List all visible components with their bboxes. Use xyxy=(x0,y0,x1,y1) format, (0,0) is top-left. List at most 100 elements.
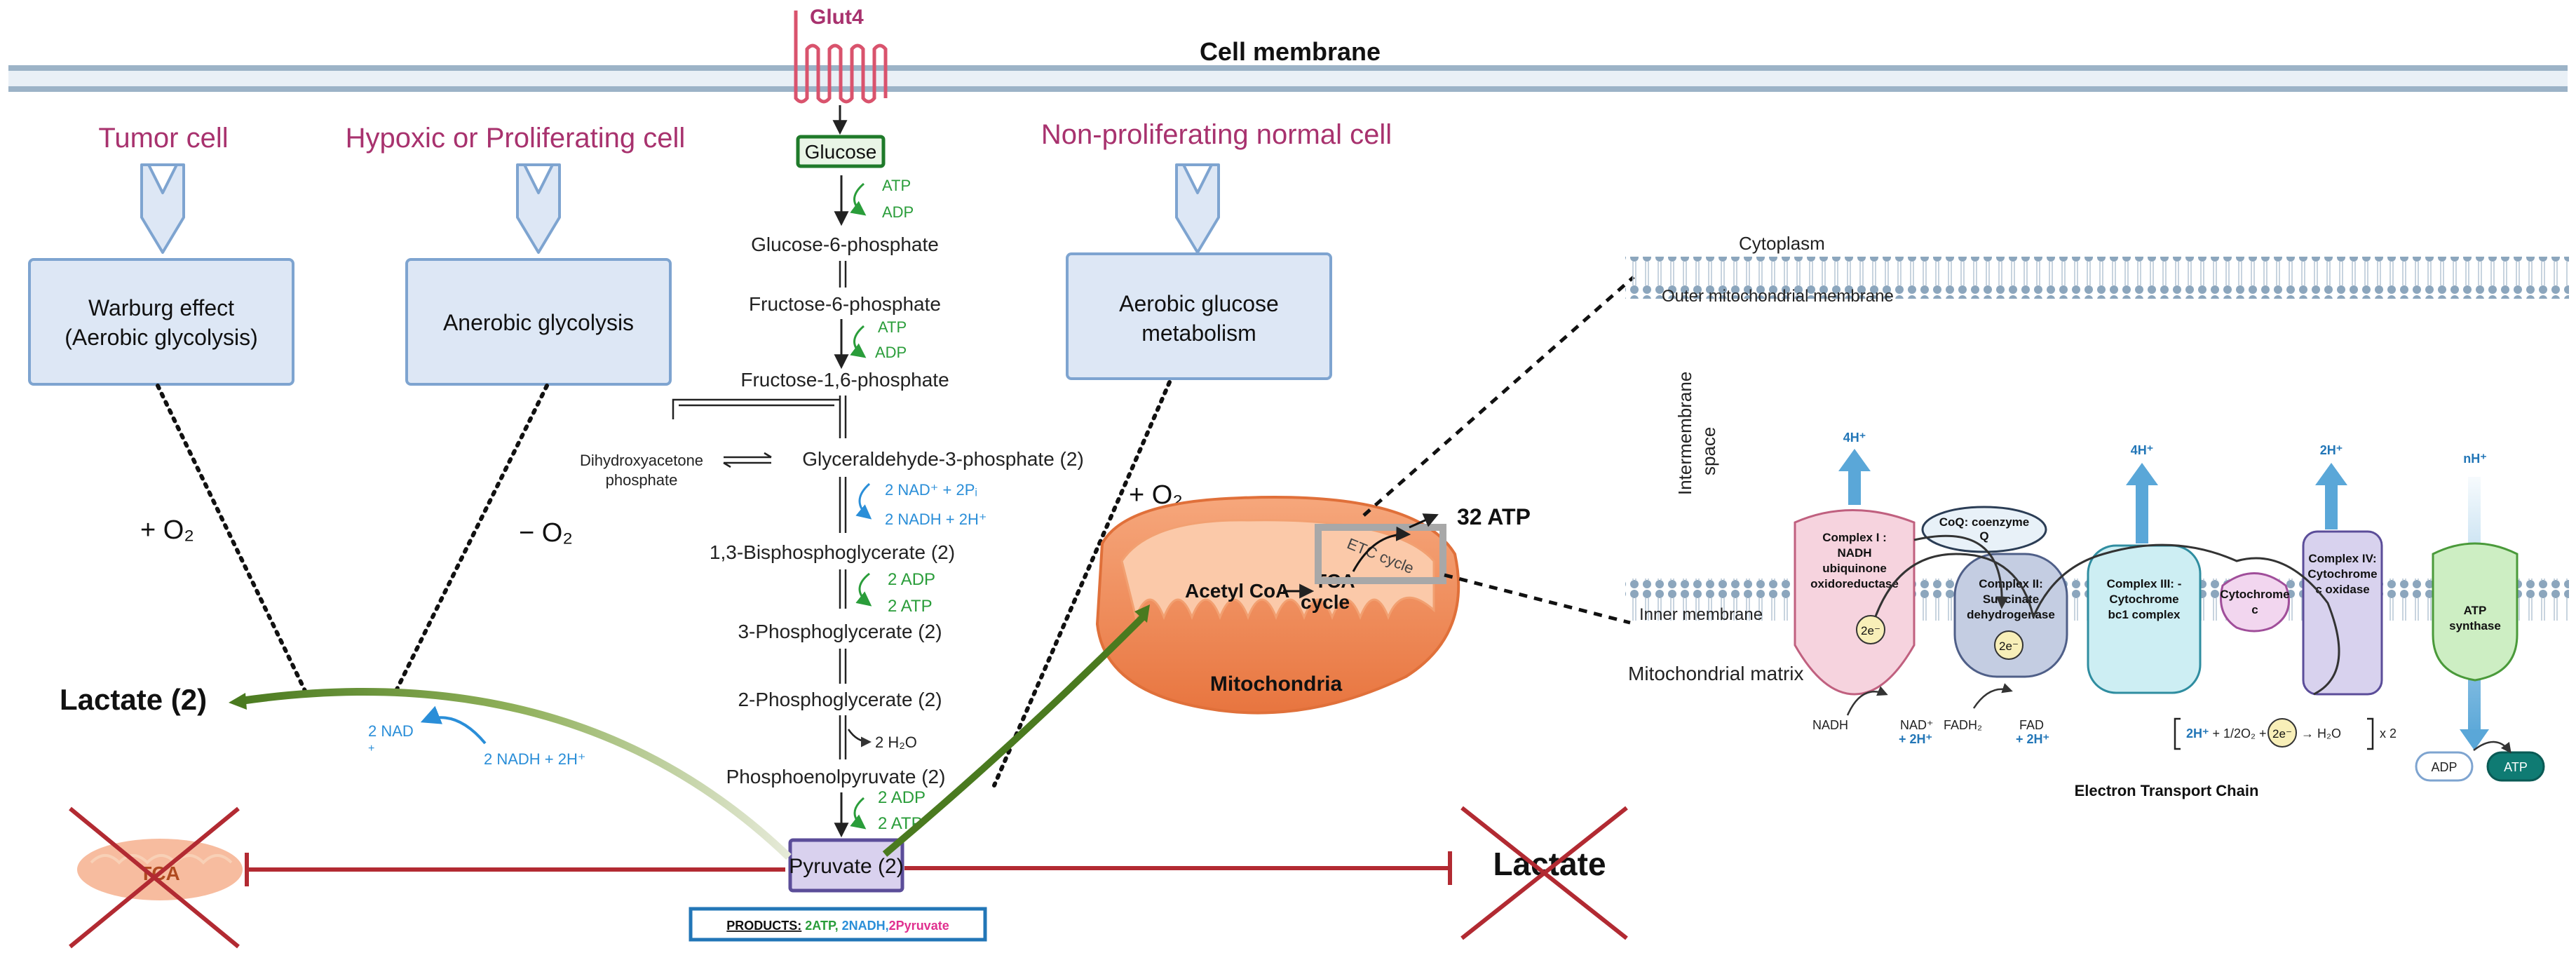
svg-text:c: c xyxy=(2251,603,2258,616)
zoom-dashed-lower xyxy=(1444,573,1631,625)
products-box xyxy=(689,907,987,942)
chevron-down-icon xyxy=(1175,163,1220,254)
chevron-down-icon xyxy=(140,163,185,254)
svg-text:Cytochrome: Cytochrome xyxy=(2109,593,2178,606)
inner-membrane-label: Inner membrane xyxy=(1639,605,1763,624)
svg-text:Complex I :: Complex I : xyxy=(1822,531,1887,544)
tumor-dotted-connector xyxy=(156,384,307,693)
svg-text:4H⁺: 4H⁺ xyxy=(1843,431,1866,445)
svg-text:space: space xyxy=(1698,427,1719,475)
svg-text:Cytochrome: Cytochrome xyxy=(2220,588,2289,601)
svg-text:NAD⁺: NAD⁺ xyxy=(1900,718,1934,732)
svg-text:phosphate: phosphate xyxy=(606,471,678,489)
pyruvate-box xyxy=(788,838,904,893)
fructose-6-phosphate: Fructose-6-phosphate xyxy=(749,293,941,315)
nad-label: 2 NAD xyxy=(368,722,414,740)
cell-membrane-label: Cell membrane xyxy=(1200,37,1381,66)
svg-text:Cytochrome: Cytochrome xyxy=(2307,567,2377,581)
pyruvate-to-lactate-arrow xyxy=(238,687,792,860)
svg-text:2e⁻: 2e⁻ xyxy=(1999,640,2019,653)
svg-text:x 2: x 2 xyxy=(2380,726,2397,741)
glucose-6-phosphate: Glucose-6-phosphate xyxy=(751,234,939,255)
svg-text:2 H₂O: 2 H₂O xyxy=(875,733,917,751)
svg-text:+ 2H⁺: + 2H⁺ xyxy=(2016,732,2049,746)
svg-text:nH⁺: nH⁺ xyxy=(2463,452,2487,466)
blocked-tca: TCA xyxy=(69,806,243,949)
atp-yield-label: 32 ATP xyxy=(1457,504,1531,529)
tumor-o2-label: + O₂ xyxy=(140,515,194,545)
hypoxic-dotted-connector xyxy=(394,384,549,693)
atp-pill xyxy=(2486,751,2545,782)
svg-text:FADH₂: FADH₂ xyxy=(1944,718,1982,732)
svg-text:Complex III: -: Complex III: - xyxy=(2107,577,2182,590)
svg-text:Warburg effect: Warburg effect xyxy=(88,295,234,320)
svg-text:ATP: ATP xyxy=(2504,760,2528,774)
mitochondria-label: Mitochondria xyxy=(1210,672,1343,696)
svg-text:ADP: ADP xyxy=(882,203,914,221)
pyruvate-to-mito-arrow xyxy=(882,614,1146,857)
svg-text:+: + xyxy=(368,743,374,755)
normal-dotted-connector xyxy=(992,380,1172,787)
etc-title: Electron Transport Chain xyxy=(2075,782,2259,799)
outer-membrane xyxy=(1625,257,2569,299)
glucose-label: Glucose xyxy=(805,141,877,163)
svg-text:Complex IV:: Complex IV: xyxy=(2308,552,2376,565)
svg-text:2 ATP: 2 ATP xyxy=(888,597,933,616)
svg-text:NADH: NADH xyxy=(1812,718,1848,732)
zoom-dashed-upper xyxy=(1362,276,1635,517)
phosphoenolpyruvate: Phosphoenolpyruvate (2) xyxy=(726,766,946,787)
matrix-label: Mitochondrial matrix xyxy=(1628,663,1804,684)
adp-pill xyxy=(2415,751,2474,782)
svg-text:bc1 complex: bc1 complex xyxy=(2108,608,2181,621)
etc-panel: Cytoplasm Outer mitochondrial membrane I… xyxy=(1625,233,2569,799)
glycolysis-pathway: Glucose ATP ADP Glucose-6-phosphate Fruc… xyxy=(580,135,1084,942)
svg-text:ADP: ADP xyxy=(2431,760,2457,774)
cell-membrane: Cell membrane xyxy=(8,37,2568,92)
acetyl-coa-label: Acetyl CoA xyxy=(1185,580,1289,602)
chevron-down-icon xyxy=(516,163,561,254)
svg-text:metabolism: metabolism xyxy=(1141,320,1256,346)
svg-text:ADP: ADP xyxy=(875,344,907,361)
svg-text:NADH: NADH xyxy=(1837,546,1871,560)
svg-text:2H⁺ + 1/2O₂ +: 2H⁺ + 1/2O₂ + xyxy=(2186,726,2267,741)
svg-text:Q: Q xyxy=(1979,529,1988,543)
svg-text:2H⁺: 2H⁺ xyxy=(2320,443,2343,457)
svg-text:CoQ: coenzyme: CoQ: coenzyme xyxy=(1939,515,2029,529)
fructose-1-6-phosphate: Fructose-1,6-phosphate xyxy=(740,369,949,391)
products-label: PRODUCTS: 2ATP, 2NADH,2Pyruvate xyxy=(726,919,949,933)
svg-text:Aerobic glucose: Aerobic glucose xyxy=(1119,291,1279,316)
cytoplasm-label: Cytoplasm xyxy=(1739,233,1825,254)
svg-text:ubiquinone: ubiquinone xyxy=(1822,562,1887,575)
svg-text:2 ADP: 2 ADP xyxy=(878,788,926,807)
complex-i xyxy=(1794,509,1916,696)
svg-text:ATP: ATP xyxy=(882,177,911,194)
svg-text:4H⁺: 4H⁺ xyxy=(2131,443,2154,457)
svg-text:2 NADH + 2H⁺: 2 NADH + 2H⁺ xyxy=(885,511,987,528)
cytochrome-c xyxy=(2220,572,2290,633)
svg-text:+ 2H⁺: + 2H⁺ xyxy=(1899,732,1932,746)
aerobic-metabolism-box: Aerobic glucose metabolism xyxy=(1066,252,1332,380)
svg-text:(Aerobic glycolysis): (Aerobic glycolysis) xyxy=(65,325,258,350)
2-phosphoglycerate: 2-Phosphoglycerate (2) xyxy=(738,689,942,710)
tumor-cell-title: Tumor cell xyxy=(98,123,228,154)
anerobic-glycolysis-box: Anerobic glycolysis xyxy=(405,258,672,386)
pyruvate-label: Pyruvate (2) xyxy=(789,855,903,878)
svg-text:synthase: synthase xyxy=(2449,619,2501,633)
water-formation: 2H⁺ + 1/2O₂ + → H₂O x 2 xyxy=(2174,717,2397,750)
glyceraldehyde-3-phosphate: Glyceraldehyde-3-phosphate (2) xyxy=(802,448,1084,470)
outer-membrane-label: Outer mitochondrial membrane xyxy=(1662,287,1894,306)
coenzyme-q xyxy=(1921,506,2047,553)
svg-text:oxidoreductase: oxidoreductase xyxy=(1810,577,1899,590)
svg-text:→ H₂O: → H₂O xyxy=(2301,726,2341,741)
svg-text:Complex II:: Complex II: xyxy=(1979,577,2043,590)
svg-text:Anerobic glycolysis: Anerobic glycolysis xyxy=(443,310,634,335)
bisphosphoglycerate: 1,3-Bisphosphoglycerate (2) xyxy=(710,541,955,563)
3-phosphoglycerate: 3-Phosphoglycerate (2) xyxy=(738,621,942,642)
atp-synthase xyxy=(2432,542,2519,682)
svg-text:cycle: cycle xyxy=(1301,591,1350,613)
lactate-label: Lactate (2) xyxy=(60,683,207,716)
intermembrane-label: Intermembrane xyxy=(1674,372,1695,495)
warburg-box: Warburg effect (Aerobic glycolysis) xyxy=(28,258,294,386)
nadh-label: 2 NADH + 2H⁺ xyxy=(484,750,586,768)
